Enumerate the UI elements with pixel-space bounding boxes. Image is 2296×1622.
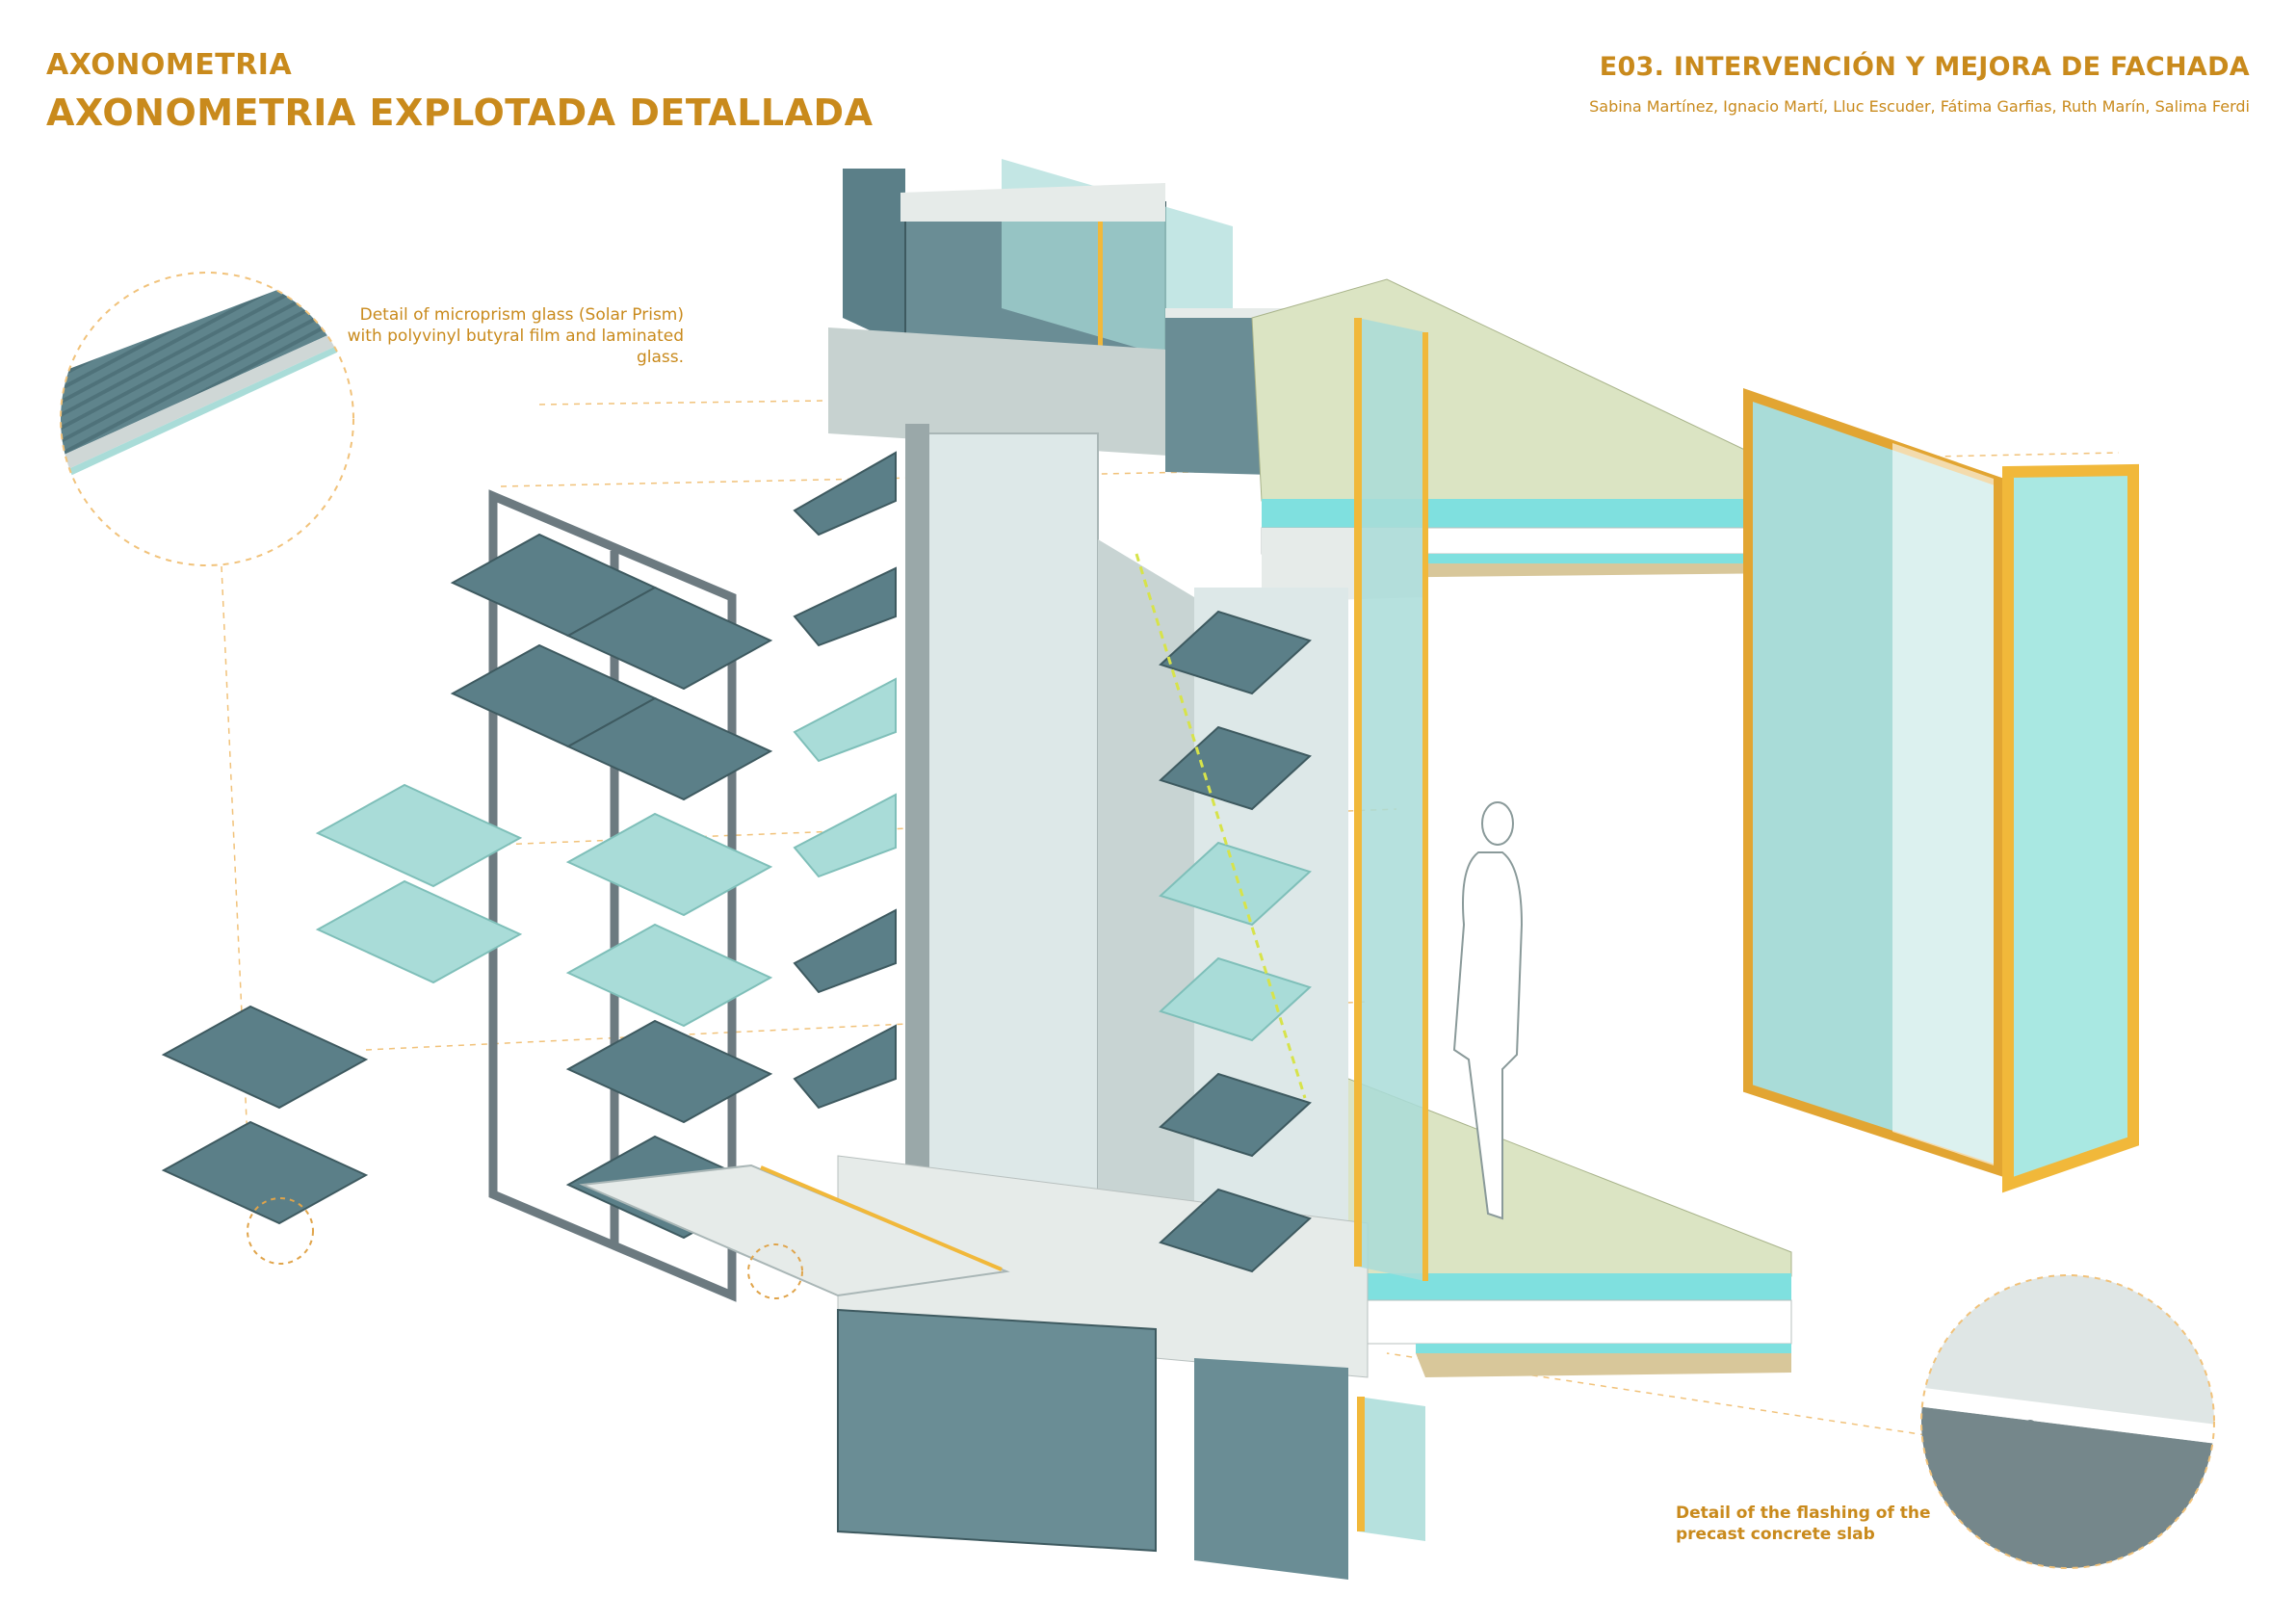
project-title: E03. INTERVENCIÓN Y MEJORA DE FACHADA (1599, 52, 2250, 82)
detail-marker (247, 1197, 314, 1265)
authors-line: Sabina Martínez, Ignacio Martí, Lluc Esc… (1589, 97, 2250, 116)
project-header: E03. INTERVENCIÓN Y MEJORA DE FACHADA Sa… (1589, 52, 2250, 116)
microprism-note: Detail of microprism glass (Solar Prism)… (347, 305, 684, 367)
page-title: AXONOMETRIA EXPLOTADA DETALLADA (46, 92, 874, 134)
person-icon (1452, 801, 1524, 1220)
flashing-note: Detail of the flashing of the precast co… (1676, 1504, 1931, 1544)
exploded-sliding-doors (1743, 387, 2139, 1193)
exploded-window-frame (488, 489, 737, 1302)
upper-window-band (828, 159, 1344, 477)
microprism-detail-circle (60, 272, 354, 566)
page-subtitle: AXONOMETRIA (46, 48, 293, 82)
alignment-line (1135, 553, 1307, 1099)
glass-panels-wall (793, 451, 1312, 1273)
glass-panels-left (161, 533, 773, 1240)
title-block: AXONOMETRIA AXONOMETRIA EXPLOTADA DETALL… (46, 48, 874, 134)
detail-marker (747, 1243, 803, 1299)
bay-structure (837, 278, 1792, 1580)
precast-slab-piece (579, 1164, 1010, 1297)
flashing-detail-circle (1920, 1274, 2215, 1569)
